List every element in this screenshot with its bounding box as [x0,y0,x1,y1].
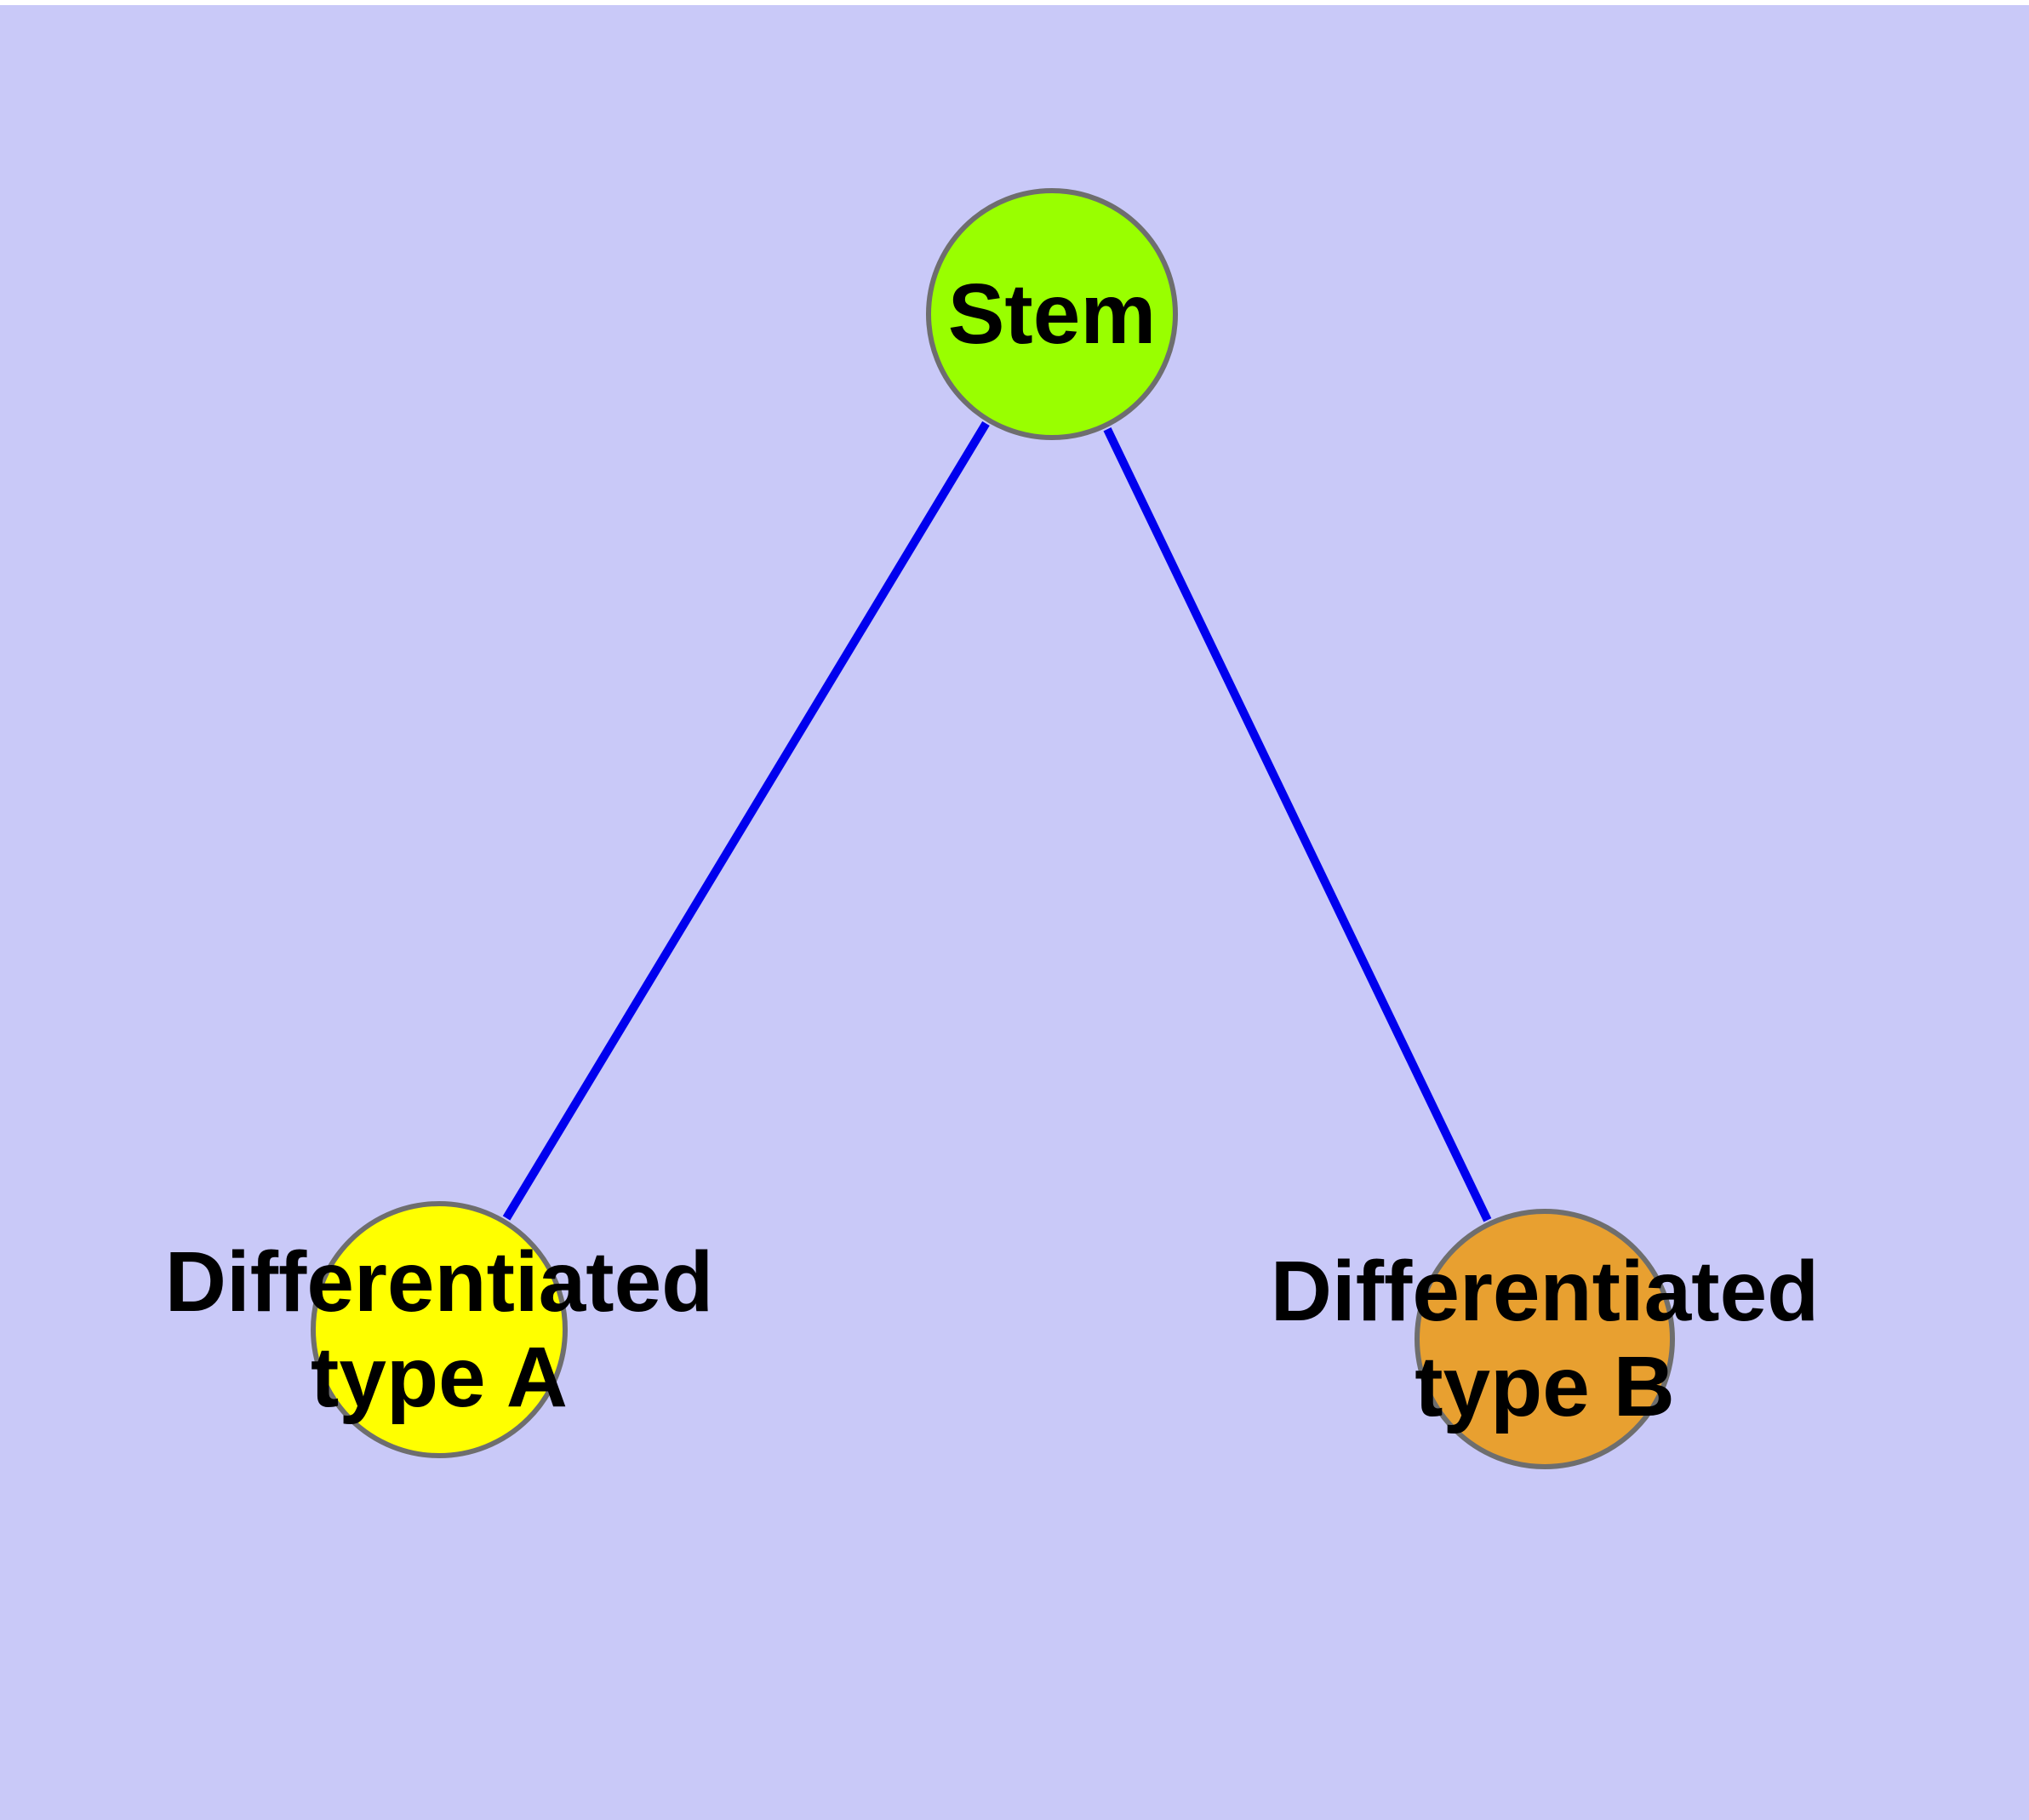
edge-layer [502,421,1492,1222]
node-layer [311,188,1675,1469]
graph-edge-stem-diff_a [502,421,990,1221]
graph-node-diff_b[interactable] [1415,1209,1675,1469]
graph-edge-stem-diff_b [1103,427,1492,1222]
graph-node-stem[interactable] [926,188,1178,440]
graph-node-diff_a[interactable] [311,1201,568,1458]
